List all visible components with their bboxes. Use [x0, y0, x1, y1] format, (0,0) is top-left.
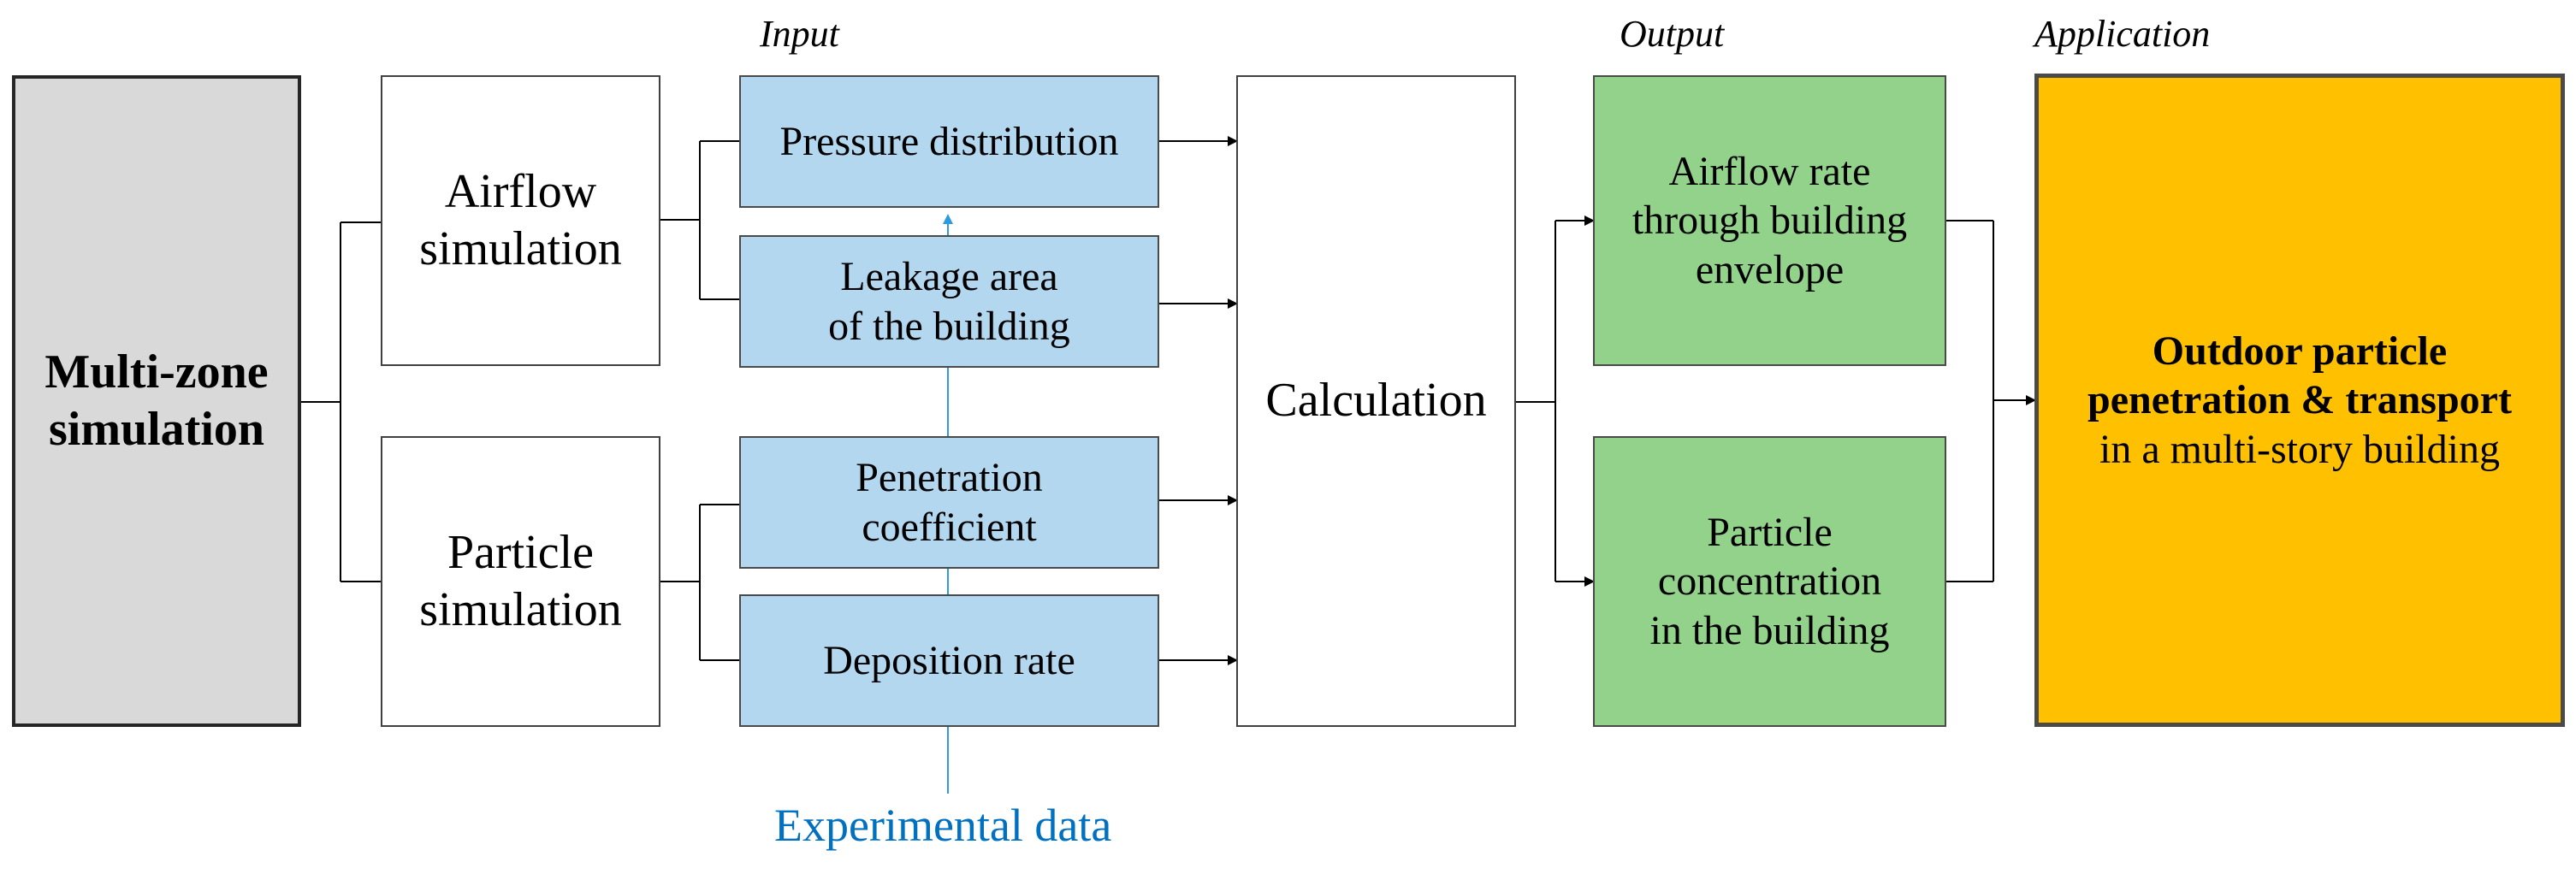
output-header: Output: [1620, 13, 1725, 55]
particle-sim-line1: Particle: [447, 525, 595, 579]
multizone-line1: Multi-zone: [44, 345, 269, 399]
particle-concentration-output-box: Particle concentration in the building: [1593, 436, 1946, 727]
application-line2: penetration & transport: [2087, 377, 2512, 423]
input-header: Input: [760, 13, 839, 55]
leakage-line2: of the building: [828, 303, 1070, 349]
calculation-box: Calculation: [1236, 75, 1516, 727]
application-line3: in a multi-story building: [2099, 426, 2500, 472]
airflow-out-line3: envelope: [1695, 246, 1845, 292]
application-line1: Outdoor particle: [2152, 328, 2448, 374]
experimental-data-label: Experimental data: [774, 800, 1112, 851]
deposition-label: Deposition rate: [823, 637, 1075, 683]
multizone-simulation-box: Multi-zone simulation: [12, 75, 301, 727]
airflow-rate-output-box: Airflow rate through building envelope: [1593, 75, 1946, 366]
airflow-out-line1: Airflow rate: [1668, 148, 1871, 194]
application-box: Outdoor particle penetration & transport…: [2034, 74, 2565, 727]
pressure-label: Pressure distribution: [779, 118, 1119, 164]
particle-out-line1: Particle: [1707, 509, 1833, 555]
airflow-sim-line1: Airflow: [444, 164, 597, 218]
airflow-sim-line2: simulation: [419, 222, 622, 275]
airflow-simulation-box: Airflow simulation: [381, 75, 660, 366]
calculation-label: Calculation: [1265, 374, 1487, 428]
particle-out-line2: concentration: [1657, 558, 1882, 605]
particle-sim-line2: simulation: [419, 583, 622, 636]
multizone-line2: simulation: [48, 403, 265, 456]
leakage-line1: Leakage area: [840, 253, 1058, 299]
particle-simulation-box: Particle simulation: [381, 436, 660, 727]
leakage-area-box: Leakage area of the building: [739, 235, 1159, 368]
particle-out-line3: in the building: [1649, 607, 1890, 653]
penetration-coefficient-box: Penetration coefficient: [739, 436, 1159, 569]
deposition-rate-box: Deposition rate: [739, 594, 1159, 727]
application-header: Application: [2034, 13, 2211, 55]
penetration-line2: coefficient: [862, 504, 1037, 550]
pressure-distribution-box: Pressure distribution: [739, 75, 1159, 208]
penetration-line1: Penetration: [856, 454, 1043, 500]
airflow-out-line2: through building: [1631, 198, 1908, 244]
